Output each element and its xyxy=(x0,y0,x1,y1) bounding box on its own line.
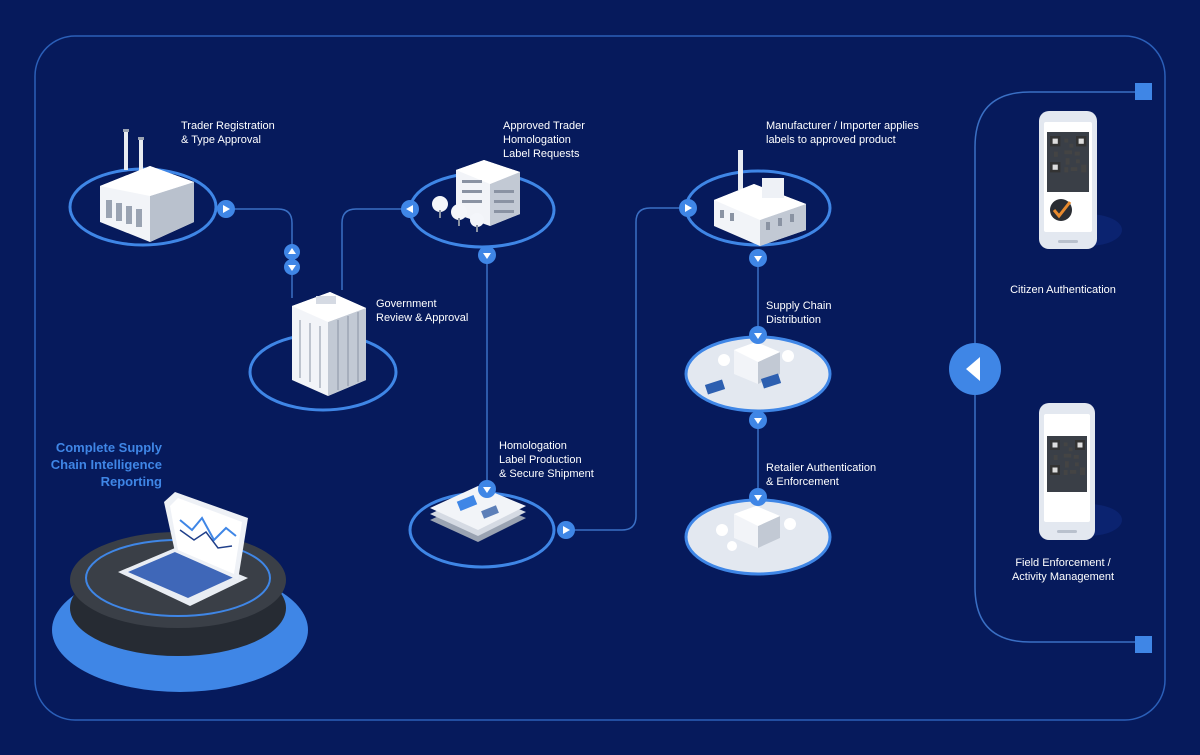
warehouse-icon xyxy=(704,342,794,395)
reporting-title: Complete Supply Chain Intelligence Repor… xyxy=(50,440,162,489)
panel-corner-bottom xyxy=(1135,636,1152,653)
manufacturing-plant-icon xyxy=(714,150,806,246)
step-manufacturer-label: Manufacturer / Importer applies labels t… xyxy=(766,120,919,146)
arrow-down-icon xyxy=(483,487,491,493)
factory-icon xyxy=(100,129,194,242)
play-right-icon xyxy=(223,205,230,213)
step-supply-chain-label: Supply Chain Distribution xyxy=(766,300,832,326)
citizen-authentication-label: Citizen Authentication xyxy=(1010,284,1116,296)
play-right-icon xyxy=(685,204,692,212)
arrow-down-icon xyxy=(288,265,296,271)
chevron-left-icon xyxy=(966,357,980,381)
flow-step-button[interactable] xyxy=(557,521,575,539)
flow-step-button[interactable] xyxy=(749,249,767,267)
arrow-down-icon xyxy=(754,418,762,424)
smartphone-qr-icon xyxy=(1039,111,1122,249)
flow-step-button[interactable] xyxy=(679,199,697,217)
flow-step-button[interactable] xyxy=(478,246,496,264)
step-government-review-label: Government Review & Approval xyxy=(376,298,469,324)
step-trader-registration-label: Trader Registration & Type Approval xyxy=(181,120,275,146)
arrow-up-icon xyxy=(288,248,296,254)
flow-step-button[interactable] xyxy=(478,480,496,498)
panel-toggle-button[interactable] xyxy=(949,343,1001,395)
retail-store-icon xyxy=(716,506,796,551)
laptop-analytics-icon xyxy=(52,492,308,692)
flow-step-button[interactable] xyxy=(284,259,300,275)
flow-connectors xyxy=(226,207,759,531)
arrow-down-icon xyxy=(754,495,762,501)
flow-step-button[interactable] xyxy=(217,200,235,218)
step-retailer-auth-label: Retailer Authentication & Enforcement xyxy=(766,462,877,488)
step-label-requests-label: Approved Trader Homologation Label Reque… xyxy=(503,120,585,160)
office-building-icon xyxy=(432,160,520,232)
field-enforcement-label: Field Enforcement / Activity Management xyxy=(1011,557,1115,583)
arrow-down-icon xyxy=(754,333,762,339)
flow-step-button[interactable] xyxy=(284,244,300,260)
flow-step-button[interactable] xyxy=(749,488,767,506)
play-left-icon xyxy=(406,205,413,213)
play-right-icon xyxy=(563,526,570,534)
flow-step-button[interactable] xyxy=(749,411,767,429)
label-printer-icon xyxy=(430,486,526,542)
smartphone-qr-icon xyxy=(1039,403,1122,540)
arrow-down-icon xyxy=(483,253,491,259)
step-label-production-label: Homologation Label Production & Secure S… xyxy=(499,440,594,480)
arrow-down-icon xyxy=(754,256,762,262)
outer-frame xyxy=(34,35,1166,721)
flow-step-button[interactable] xyxy=(401,200,419,218)
office-tower-icon xyxy=(292,292,366,396)
flow-step-button[interactable] xyxy=(749,326,767,344)
panel-corner-top xyxy=(1135,83,1152,100)
